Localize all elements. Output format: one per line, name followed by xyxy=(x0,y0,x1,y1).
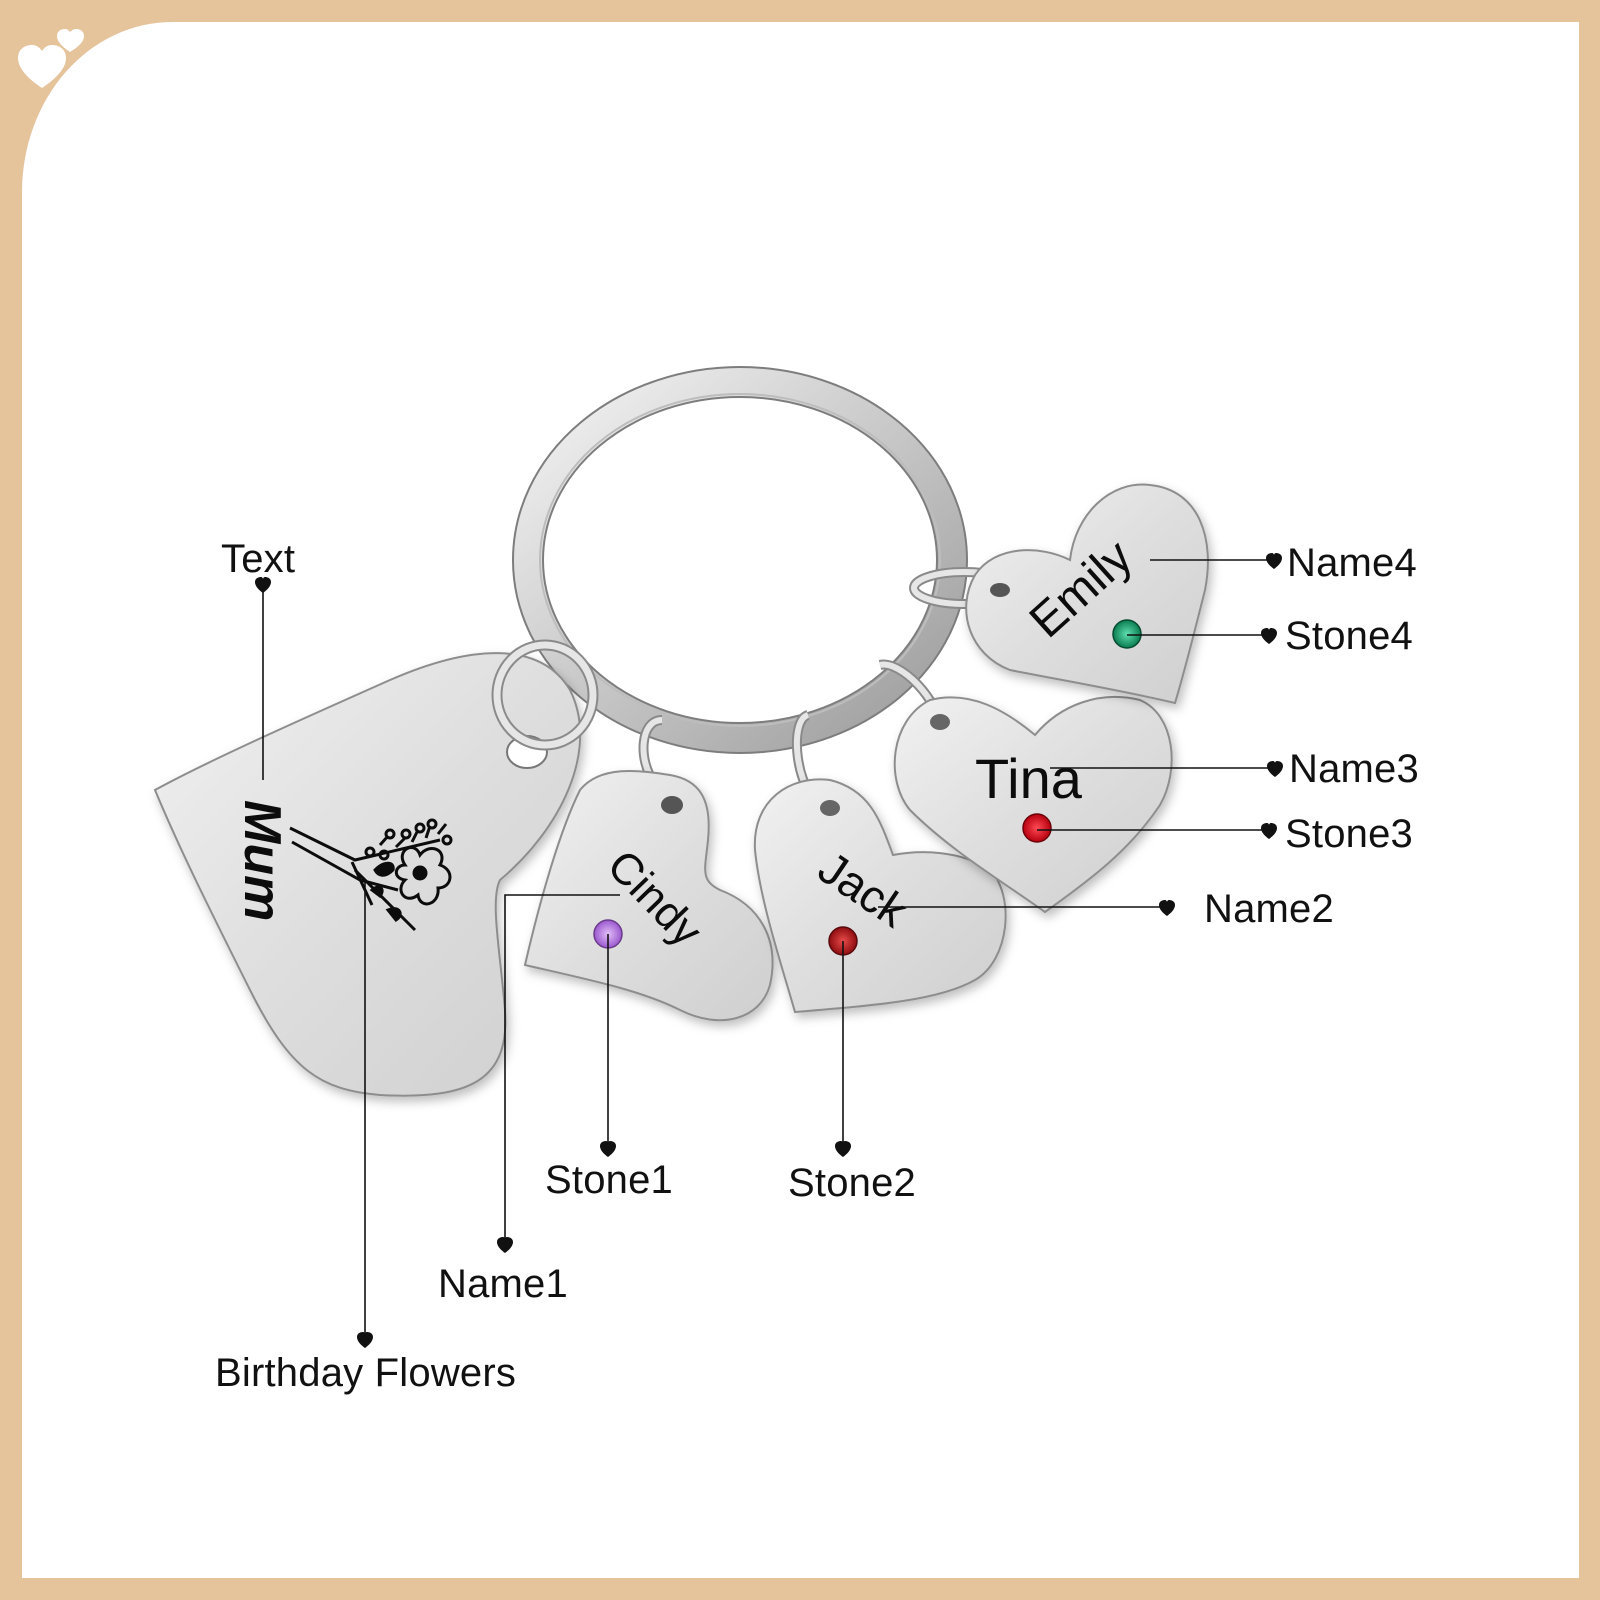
heart-marker-icon xyxy=(1261,628,1277,644)
callout-name2: Name2 xyxy=(1204,887,1334,931)
callout-birthday-flowers: Birthday Flowers xyxy=(215,1351,517,1395)
callout-name4: Name4 xyxy=(1287,541,1417,585)
charm-heart-emily xyxy=(965,483,1209,705)
heart-marker-icon xyxy=(497,1237,513,1253)
charm-heart-cindy xyxy=(523,769,774,1022)
engraved-text-mum: Mum xyxy=(233,800,291,921)
callout-text: Text xyxy=(221,537,296,581)
charm-heart-jack xyxy=(753,778,1007,1014)
heart-marker-icon xyxy=(835,1141,851,1157)
key-ring xyxy=(512,366,968,754)
callout-stone3: Stone3 xyxy=(1285,812,1413,856)
heart-marker-icon xyxy=(357,1332,373,1348)
callout-stone2: Stone2 xyxy=(788,1161,916,1205)
callout-heart-markers xyxy=(255,553,1283,1348)
charm-heart-tina xyxy=(893,696,1173,914)
heart-marker-icon xyxy=(600,1141,616,1157)
callout-lines xyxy=(262,559,1272,1335)
callout-name1: Name1 xyxy=(438,1262,568,1306)
heart-marker-icon xyxy=(1159,900,1175,916)
birthstone-green xyxy=(1112,619,1142,649)
heart-marker-icon xyxy=(1267,761,1283,777)
callout-stone1: Stone1 xyxy=(545,1158,673,1202)
birthstone-red xyxy=(1022,813,1052,843)
two-hearts-icon xyxy=(18,29,84,88)
heart-marker-icon xyxy=(1266,553,1282,569)
heart-marker-icon xyxy=(1261,823,1277,839)
charm-name-tina: Tina xyxy=(975,747,1083,810)
heart-marker-icon xyxy=(255,577,271,593)
main-heart-tag xyxy=(153,652,582,1097)
callout-stone4: Stone4 xyxy=(1285,614,1413,658)
callout-name3: Name3 xyxy=(1289,747,1419,791)
birthday-flower-icon xyxy=(289,818,453,932)
